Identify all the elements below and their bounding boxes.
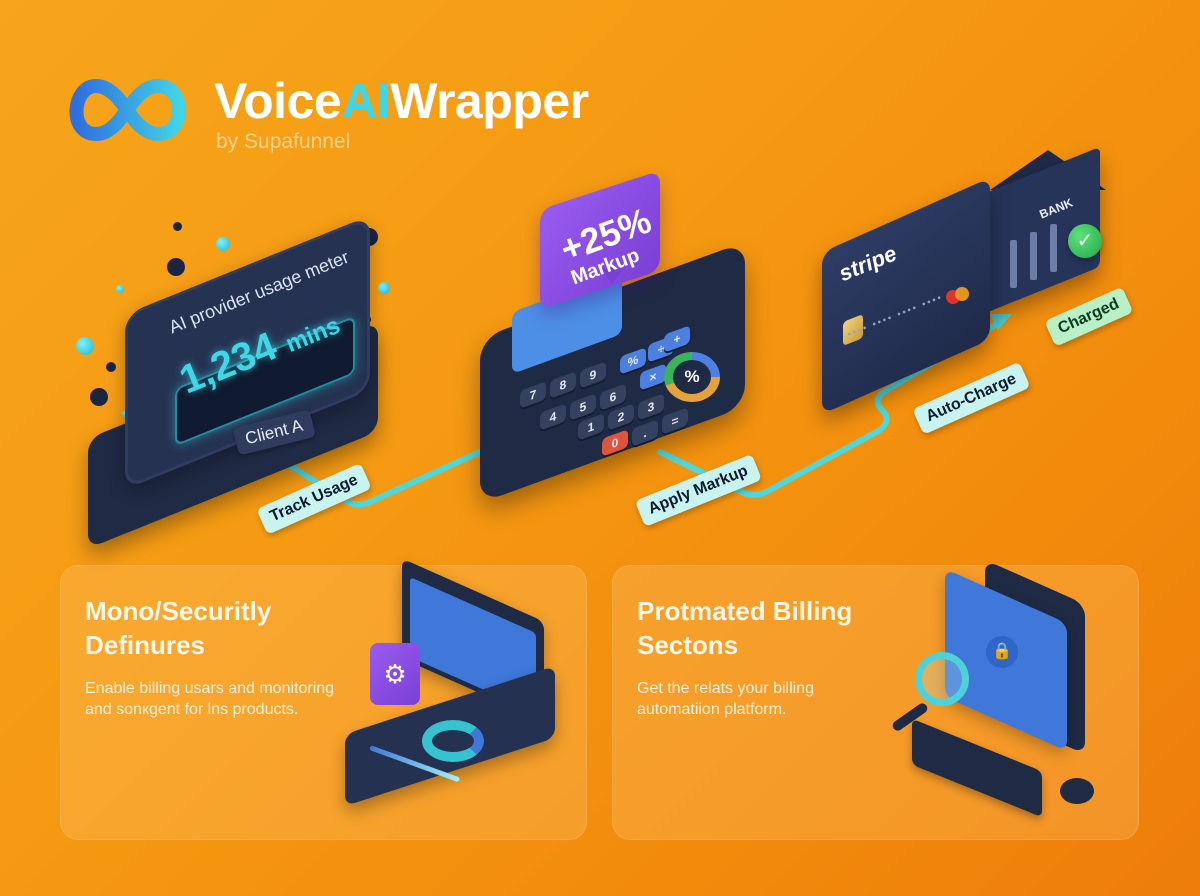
infinity-logo-icon <box>62 78 192 142</box>
decor-dot <box>76 337 94 355</box>
step-apply-markup: Apply Markup <box>634 453 762 527</box>
markup-bubble-tail <box>600 268 624 284</box>
feature-description: Enable billing usars and monitoring and … <box>85 680 335 718</box>
lock-icon: 🔒 <box>986 636 1018 668</box>
decor-dot <box>173 222 182 231</box>
gear-icon: ⚙ <box>370 643 420 705</box>
percent-dial-label: % <box>673 360 711 394</box>
decor-dot <box>216 237 230 251</box>
magnifier-icon <box>915 652 969 706</box>
bank-pillar <box>1050 224 1057 272</box>
mouse-icon <box>1060 778 1094 804</box>
charged-badge: Charged <box>1044 286 1134 347</box>
decor-dot <box>167 258 185 276</box>
donut-chart-icon <box>422 720 484 762</box>
feature-description: Get the relats your billing automatiion … <box>637 680 814 718</box>
percent-dial-icon: % <box>664 352 720 402</box>
feature-title: Protmated Billing Sectons <box>637 596 853 660</box>
decor-dot <box>116 285 124 293</box>
bank-pillar <box>1030 232 1037 280</box>
brand-suffix: Wrapper <box>390 73 589 129</box>
bank-pillar <box>1010 240 1017 288</box>
decor-dot <box>378 282 390 294</box>
check-icon: ✓ <box>1068 224 1102 258</box>
brand-accent: AI <box>341 73 391 129</box>
feature-title: Mono/Securitly Definures <box>85 596 272 660</box>
mastercard-icon <box>955 287 969 301</box>
decor-dot <box>90 388 108 406</box>
step-auto-charge: Auto-Charge <box>912 361 1031 435</box>
brand-prefix: Voice <box>214 73 342 129</box>
brand-title: VoiceAIWrapper <box>214 72 589 130</box>
decor-dot <box>106 362 116 372</box>
byline: by Supafunnel <box>216 130 351 153</box>
